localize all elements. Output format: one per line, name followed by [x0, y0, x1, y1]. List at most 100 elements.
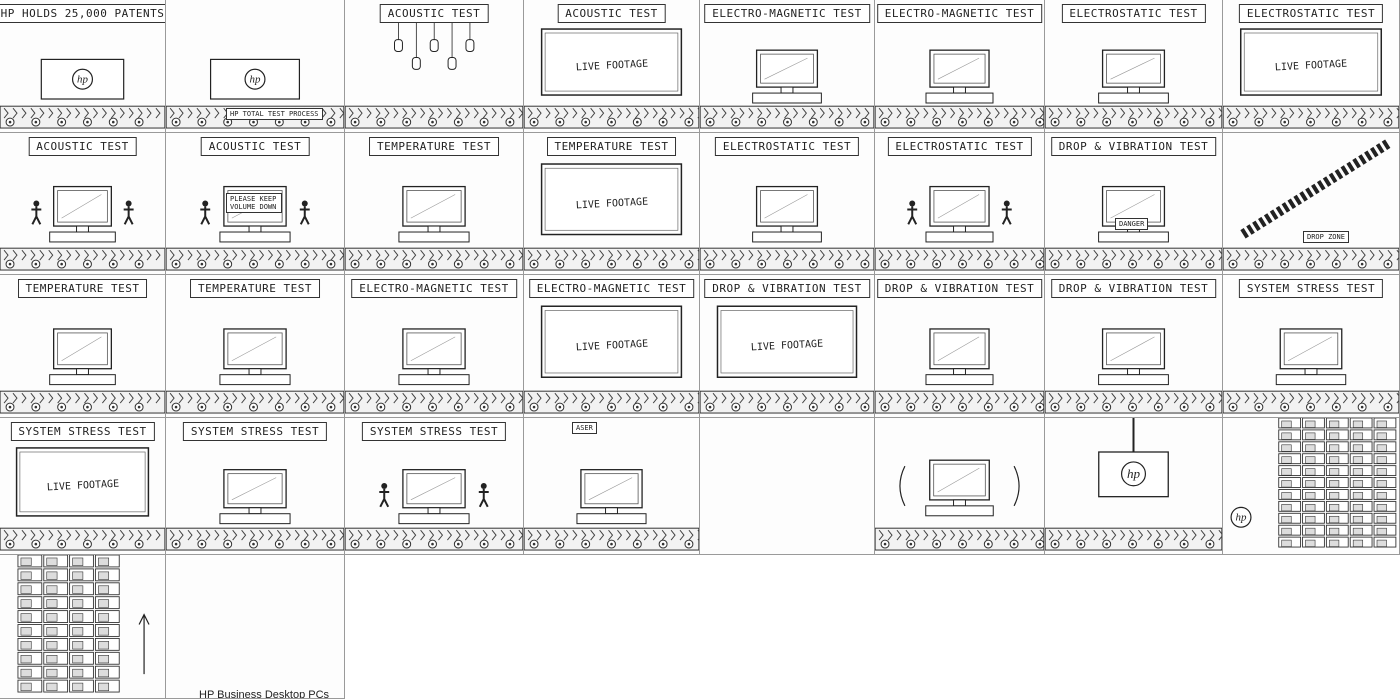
monitor-sketch: [219, 469, 291, 525]
panel-caption: DROP ZONE: [1303, 231, 1349, 243]
storyboard-panel: ACOUSTIC TEST PLEASE KEEP VOLUME DOWN: [166, 133, 345, 275]
panel-sketch: [700, 49, 874, 129]
monitor-sketch: [1098, 328, 1169, 386]
conveyor-belt: [166, 527, 344, 551]
panel-sketch: [875, 49, 1044, 129]
monitor-sketch: [398, 185, 470, 243]
panel-sketch: hp: [0, 58, 165, 129]
monitor-sketch: [752, 49, 822, 104]
storyboard-panel: hp: [1223, 418, 1400, 555]
person-figure: [299, 200, 310, 225]
conveyor-belt: [345, 390, 523, 414]
storyboard-panel: ACOUSTIC TEST: [0, 133, 166, 275]
person-figure: [907, 200, 918, 225]
conveyor-belt: [166, 247, 344, 271]
conveyor-belt: [524, 527, 699, 551]
test-name-sign: SYSTEM STRESS TEST: [1238, 279, 1384, 298]
panel-sketch: [1223, 138, 1399, 271]
conveyor-belt: [0, 105, 165, 129]
panel-caption: DANGER: [1115, 218, 1149, 230]
panel-sketch: [0, 328, 165, 414]
test-name-sign: ELECTROSTATIC TEST: [887, 137, 1032, 156]
conveyor-belt: [875, 247, 1044, 271]
test-name-sign: SYSTEM STRESS TEST: [182, 422, 328, 441]
panel-sketch: [1045, 49, 1222, 129]
panel-sketch: [1045, 328, 1222, 414]
svg-text:hp: hp: [1236, 512, 1247, 524]
storyboard-panel: DROP ZONE: [1223, 133, 1400, 275]
person-figure: [200, 200, 211, 225]
panel-sketch: [700, 418, 874, 554]
monitor-sketch: [925, 185, 994, 243]
person-figure: [478, 483, 489, 508]
rotation-arrow: [899, 465, 906, 507]
conveyor-belt: [524, 247, 699, 271]
panel-sketch: [524, 28, 699, 129]
svg-text:hp: hp: [77, 74, 88, 86]
panel-sketch: [1223, 328, 1399, 414]
test-name-sign: ACOUSTIC TEST: [200, 137, 310, 156]
storyboard-panel: ELECTROSTATIC TEST: [700, 133, 875, 275]
conveyor-belt: [875, 105, 1044, 129]
storyboard-panel: DROP & VIBRATION TEST: [875, 275, 1045, 418]
test-name-sign: ELECTROSTATIC TEST: [1238, 4, 1384, 23]
storyboard-panel: hp HP HOLDS 25,000 PATENTS: [0, 0, 166, 133]
live-footage-screen: [1239, 28, 1383, 96]
storyboard-panel: ELECTROSTATIC TEST: [1045, 0, 1223, 133]
live-footage-screen: [15, 447, 150, 517]
test-name-sign: ELECTRO-MAGNETIC TEST: [351, 279, 517, 298]
panel-sketch: [524, 163, 699, 271]
conveyor-belt: [166, 390, 344, 414]
panel-sketch: [875, 459, 1044, 551]
conveyor-belt: [1045, 390, 1222, 414]
panel-sketch: [166, 469, 344, 551]
panel-sketch: [0, 185, 165, 271]
monitor-sketch: [576, 469, 647, 525]
monitor-sketch: [1275, 328, 1347, 386]
panel-sketch: [166, 555, 344, 698]
storyboard-panel: SYSTEM STRESS TEST: [345, 418, 524, 555]
test-name-sign: TEMPERATURE TEST: [369, 137, 499, 156]
monitor-sketch: [1098, 49, 1169, 104]
person-figure: [379, 483, 390, 508]
storyboard-panel: ACOUSTIC TEST: [345, 0, 524, 133]
test-name-sign: ELECTRO-MAGNETIC TEST: [704, 4, 870, 23]
live-footage-screen: [716, 305, 858, 378]
panel-sketch: [524, 305, 699, 414]
storyboard-panel: [700, 418, 875, 555]
panel-sketch: [345, 185, 523, 271]
monitor-sketch: [925, 459, 994, 517]
test-name-sign: HP HOLDS 25,000 PATENTS: [0, 4, 165, 23]
live-footage-screen: [540, 163, 683, 236]
panel-caption: HP TOTAL TEST PROCESS: [226, 108, 323, 120]
conveyor-belt: [700, 247, 874, 271]
conveyor-belt: [1223, 390, 1399, 414]
panel-caption: PLEASE KEEP VOLUME DOWN: [226, 193, 282, 213]
svg-text:hp: hp: [250, 74, 261, 86]
test-name-sign: ELECTRO-MAGNETIC TEST: [528, 279, 695, 298]
conveyor-belt: [875, 527, 1044, 551]
conveyor-belt: [1045, 105, 1222, 129]
panel-sketch: [1223, 28, 1399, 129]
conveyor-belt: [1045, 247, 1222, 271]
monitor-sketch: [1098, 185, 1169, 243]
person-figure: [31, 200, 42, 225]
conveyor-belt: [1223, 105, 1399, 129]
storyboard-panel: [0, 555, 166, 699]
test-name-sign: DROP & VIBRATION TEST: [876, 279, 1043, 298]
test-name-sign: DROP & VIBRATION TEST: [704, 279, 870, 298]
panel-sketch: [345, 19, 523, 129]
svg-text:hp: hp: [1127, 466, 1141, 481]
server-rack-grid: [1278, 418, 1397, 548]
server-rack-grid: [17, 555, 120, 693]
conveyor-belt: [524, 390, 699, 414]
panel-sketch: [875, 328, 1044, 414]
test-name-sign: SYSTEM STRESS TEST: [10, 422, 155, 441]
storyboard-panel: DROP & VIBRATION TEST: [1045, 275, 1223, 418]
storyboard-panel: DROP & VIBRATION TEST DANGER: [1045, 133, 1223, 275]
storyboard-panel: SYSTEM STRESS TEST: [166, 418, 345, 555]
test-name-sign: DROP & VIBRATION TEST: [1050, 137, 1217, 156]
